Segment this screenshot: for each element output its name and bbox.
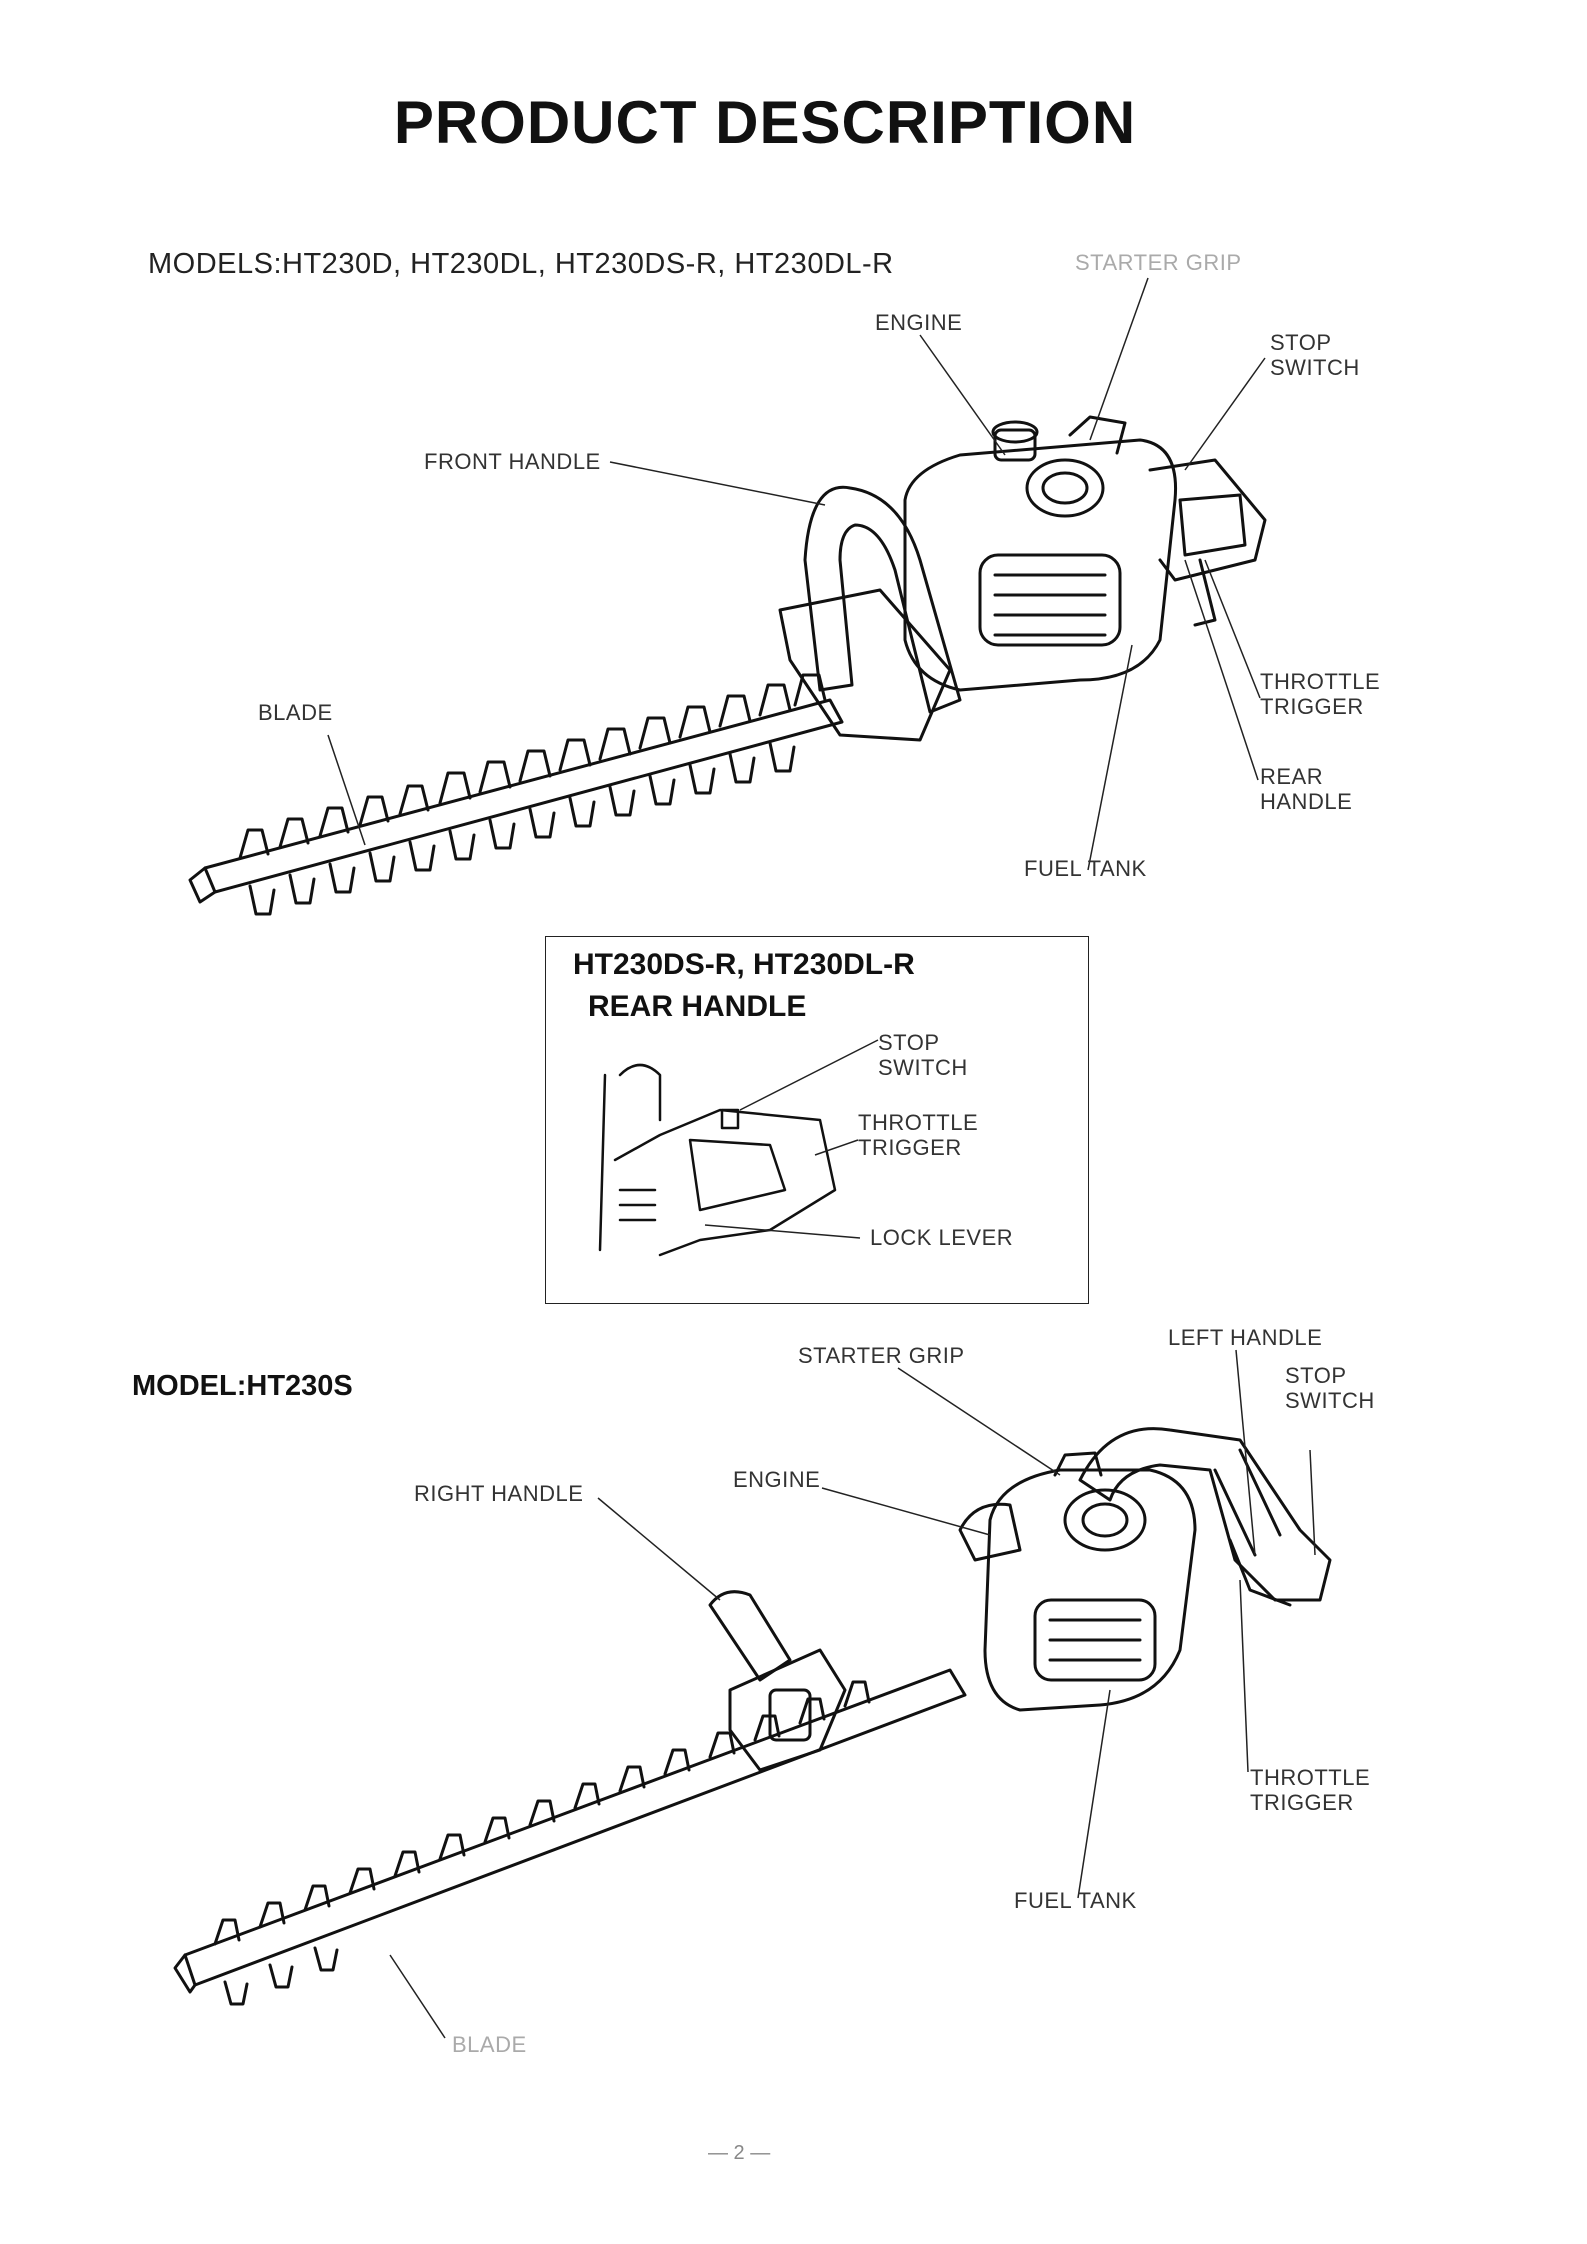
label2-stop-switch: STOP SWITCH [1285, 1363, 1375, 1413]
lower-right-handle [708, 1590, 792, 1682]
lower-blade-teeth-bottom [223, 1946, 339, 2006]
upper-trimmer-drawing [188, 415, 1267, 916]
model-heading-ht230s: MODEL:HT230S [132, 1370, 353, 1402]
lower-trimmer-drawing [173, 1427, 1332, 2006]
inset-title-rear-handle: REAR HANDLE [588, 990, 807, 1023]
inset-title-models: HT230DS-R, HT230DL-R [573, 948, 915, 981]
inset-label-throttle-trigger: THROTTLE TRIGGER [858, 1110, 979, 1160]
label-stop-switch: STOP SWITCH [1270, 330, 1360, 380]
upper-blade-bar [203, 698, 844, 894]
label2-throttle-trigger: THROTTLE TRIGGER [1250, 1765, 1371, 1815]
upper-blade-teeth-top [238, 673, 827, 860]
upper-rear-handle [1148, 458, 1267, 582]
label2-fuel-tank: FUEL TANK [1014, 1888, 1137, 1913]
upper-engine-body [903, 415, 1178, 692]
inset-rear-handle-box [545, 936, 1089, 1304]
label-blade: BLADE [258, 700, 333, 725]
label-engine: ENGINE [875, 310, 963, 335]
page-number: — 2 — [708, 2142, 771, 2164]
lower-engine-body [958, 1451, 1197, 1712]
lower-blade-teeth-top [213, 1680, 871, 1946]
label-rear-handle: REAR HANDLE [1260, 764, 1353, 814]
upper-front-handle [803, 485, 962, 714]
label2-starter-grip: STARTER GRIP [798, 1343, 965, 1368]
inset-drawing [598, 1063, 837, 1257]
label-throttle-trigger: THROTTLE TRIGGER [1260, 669, 1381, 719]
inset-label-stop-switch: STOP SWITCH [878, 1030, 968, 1080]
label-starter-grip: STARTER GRIP [1075, 250, 1242, 275]
label-fuel-tank: FUEL TANK [1024, 856, 1147, 881]
models-heading: MODELS:HT230D, HT230DL, HT230DS-R, HT230… [148, 248, 894, 280]
leader-lines [327, 277, 1316, 2039]
inset-label-lock-lever: LOCK LEVER [870, 1225, 1014, 1250]
upper-blade-teeth-bottom [248, 741, 796, 916]
lower-left-handle [1078, 1427, 1332, 1602]
label2-right-handle: RIGHT HANDLE [414, 1481, 584, 1506]
label2-blade: BLADE [452, 2032, 527, 2057]
page-title: PRODUCT DESCRIPTION [393, 89, 1137, 156]
label2-engine: ENGINE [733, 1467, 821, 1492]
label-front-handle: FRONT HANDLE [424, 449, 601, 474]
lower-blade-bar [183, 1668, 967, 1987]
label2-left-handle: LEFT HANDLE [1168, 1325, 1323, 1350]
